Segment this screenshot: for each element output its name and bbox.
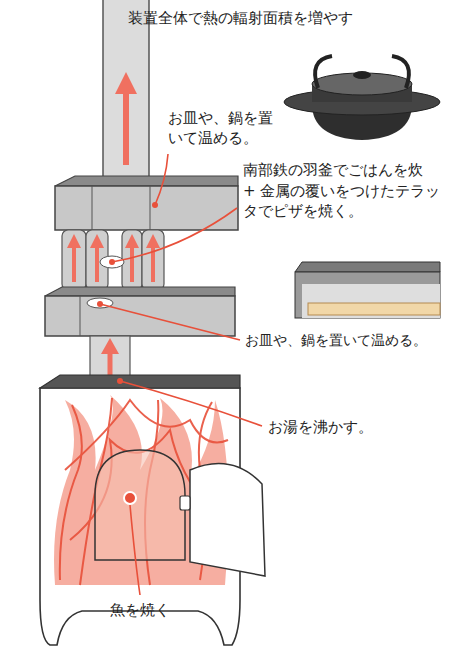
title-text: 装置全体で熱の輻射面積を増やす <box>128 8 444 28</box>
leader-dots <box>97 202 158 384</box>
wood-stove <box>40 375 265 645</box>
connecting-pipes <box>62 230 164 290</box>
pizza-oven-illustration <box>295 262 440 318</box>
callout-label: 南部鉄の羽釜でごはんを炊 <box>243 160 447 180</box>
callout-label: 魚を焼く <box>110 600 230 620</box>
stove-pipe <box>90 336 130 378</box>
lower-heat-box <box>45 287 235 336</box>
leader-lines <box>100 154 262 595</box>
callout-label: お湯を沸かす。 <box>268 417 438 437</box>
rice-pot-illustration <box>284 56 440 140</box>
callout-label: + 金属の覆いをつけたテラッタでピザを焼く。 <box>243 181 447 222</box>
upper-heat-box <box>55 176 238 230</box>
callout-label: お皿や、鍋を置いて温める。 <box>245 331 448 349</box>
callout-label: お皿や、鍋を置いて温める。 <box>168 108 278 149</box>
